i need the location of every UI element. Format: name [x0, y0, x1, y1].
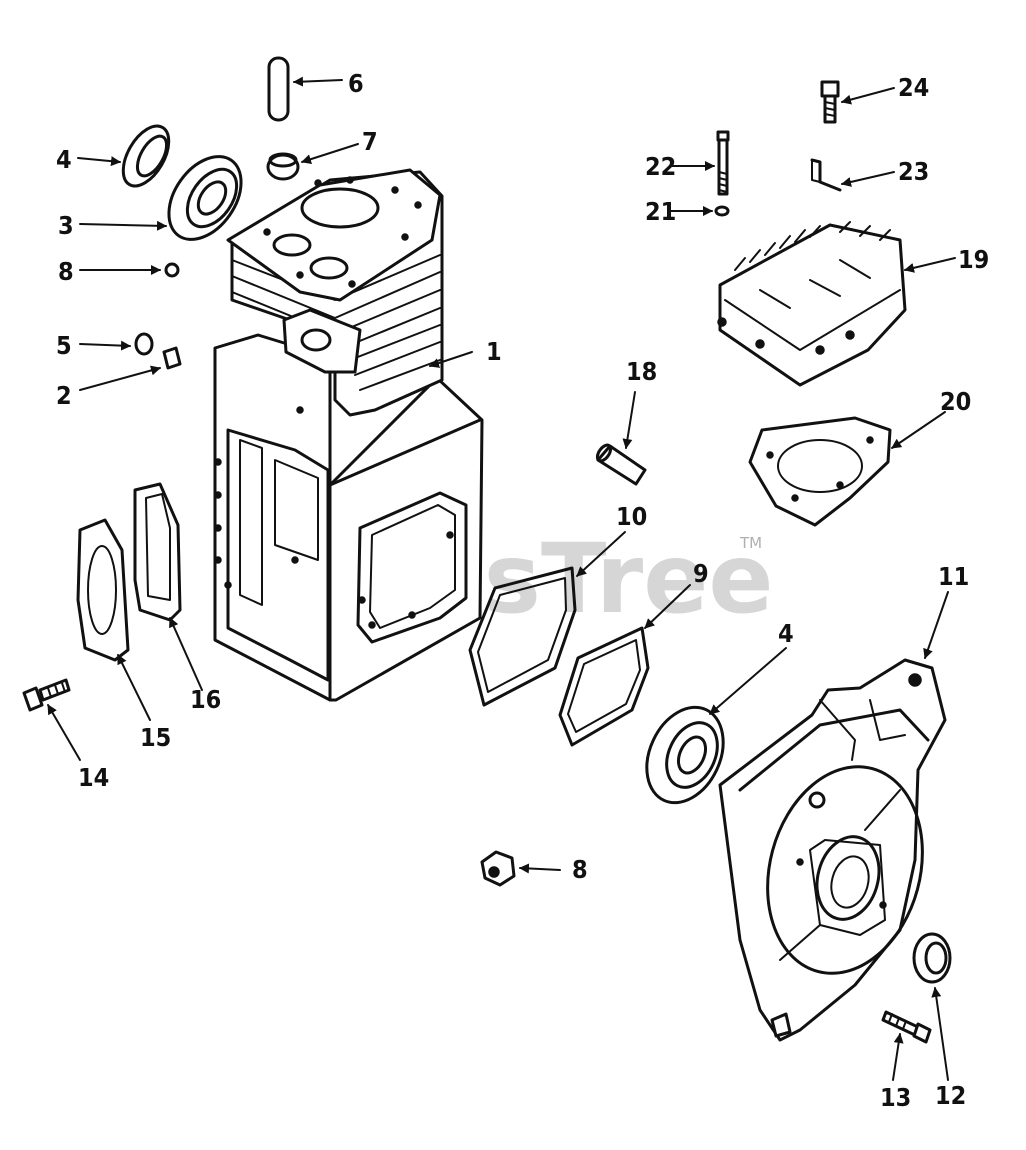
part-tube — [267, 56, 290, 122]
part-screw-lower — [881, 1010, 932, 1044]
part-dowel-pin — [162, 346, 182, 370]
callout-3: 3 — [58, 211, 74, 240]
part-oil-seal-upper — [121, 124, 171, 188]
part-cylinder-block — [213, 168, 484, 702]
part-washer — [714, 205, 730, 217]
part-side-gasket — [133, 482, 182, 622]
callout-7: 7 — [362, 127, 378, 156]
part-ball-bearing-upper — [167, 155, 243, 241]
watermark-trademark: TM — [739, 534, 762, 552]
callout-8-upper: 8 — [58, 257, 74, 286]
callout-12: 12 — [935, 1081, 966, 1110]
part-ring — [134, 332, 154, 356]
callout-18: 18 — [626, 357, 657, 386]
callout-21: 21 — [645, 197, 676, 226]
callout-5: 5 — [56, 331, 72, 360]
callout-4-upper: 4 — [56, 145, 72, 174]
part-crankcase-cover — [718, 658, 947, 1042]
callout-22: 22 — [645, 152, 676, 181]
part-head-gasket — [748, 416, 892, 527]
part-side-cover — [76, 518, 130, 662]
callout-2: 2 — [56, 381, 72, 410]
callout-1: 1 — [486, 337, 502, 366]
part-nut-lower — [480, 850, 516, 887]
part-plug-upper — [164, 262, 180, 278]
callout-19: 19 — [958, 245, 989, 274]
callout-14: 14 — [78, 763, 109, 792]
part-cylinder-head — [717, 221, 907, 387]
callout-16: 16 — [190, 685, 221, 714]
part-gasket-large — [468, 566, 577, 707]
part-ball-bearing-lower — [645, 705, 725, 805]
callout-leaders — [47, 76, 956, 1081]
callout-10: 10 — [616, 502, 647, 531]
part-oil-seal-lower — [912, 932, 952, 984]
callout-9: 9 — [693, 559, 709, 588]
part-piston-pin — [595, 443, 647, 486]
part-bushing — [266, 152, 300, 181]
part-screw-left — [22, 678, 71, 712]
part-bracket — [810, 158, 842, 192]
part-head-bolt — [716, 130, 730, 196]
callout-24: 24 — [898, 73, 929, 102]
part-screw-top — [820, 80, 840, 124]
callout-6: 6 — [348, 69, 364, 98]
callout-23: 23 — [898, 157, 929, 186]
part-gasket-small — [558, 626, 650, 747]
callout-15: 15 — [140, 723, 171, 752]
callout-labels: 1 2 3 4 5 6 7 8 8 9 10 11 4 12 13 14 15 … — [56, 69, 989, 1112]
callout-13: 13 — [880, 1083, 911, 1112]
callout-4-lower: 4 — [778, 619, 794, 648]
callout-11: 11 — [938, 562, 969, 591]
callout-8-lower: 8 — [572, 855, 588, 884]
callout-20: 20 — [940, 387, 971, 416]
